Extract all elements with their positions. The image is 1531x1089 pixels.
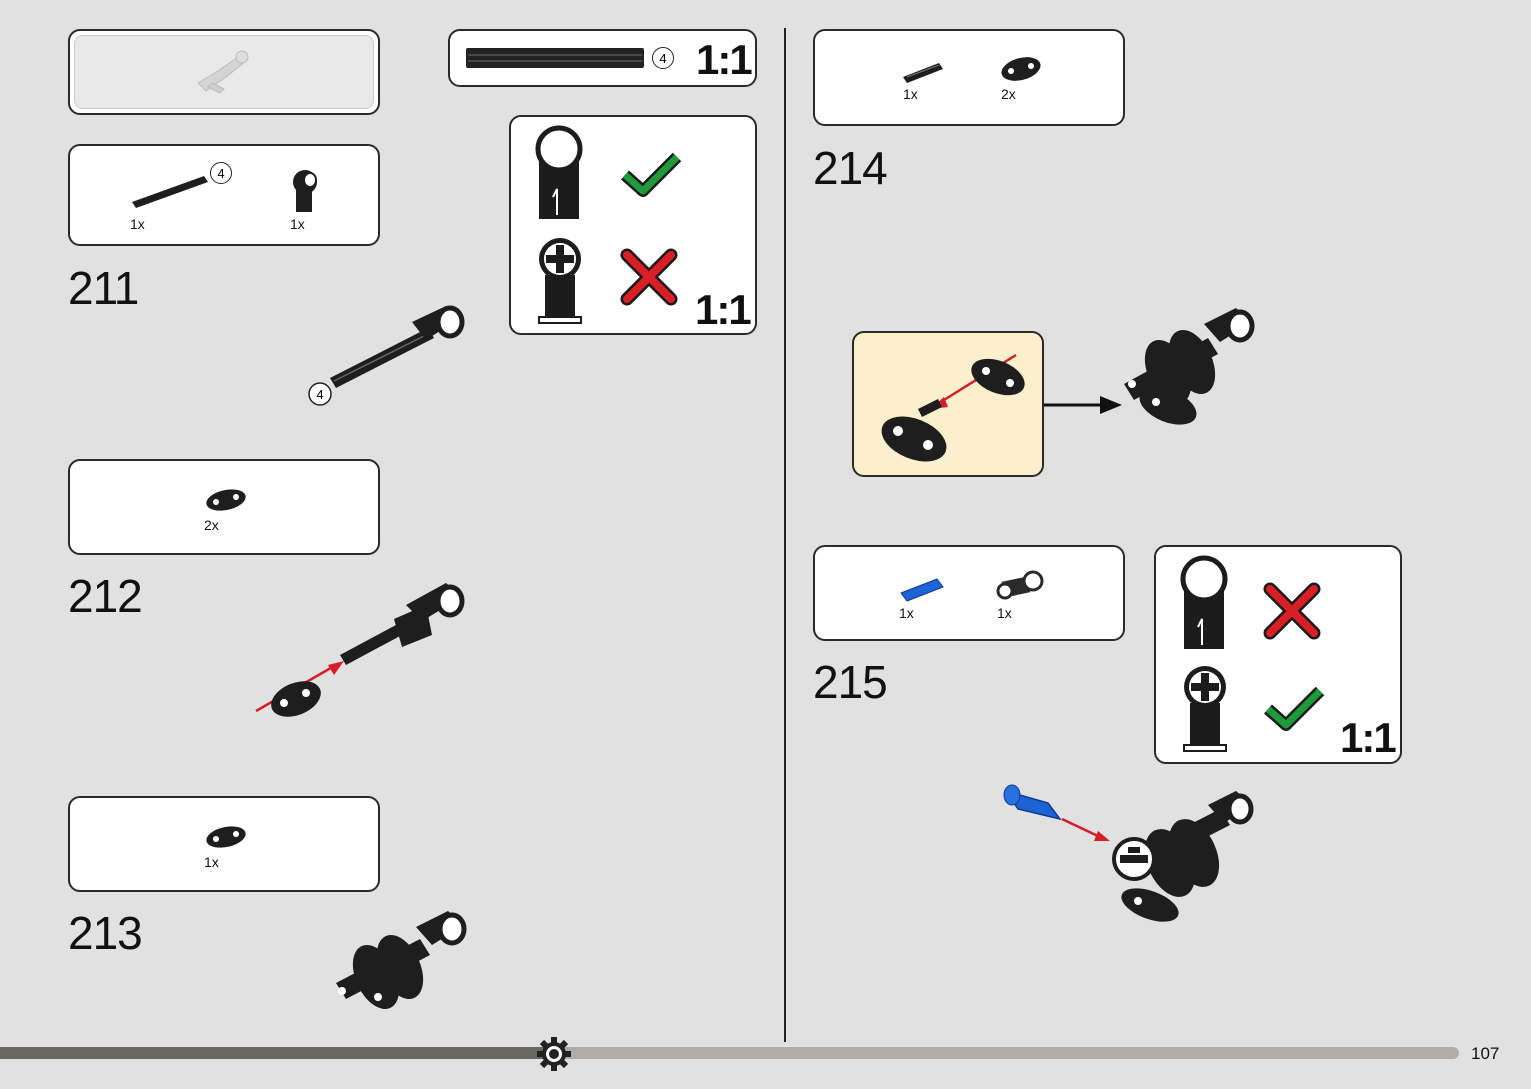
thin-beam-part-icon — [204, 824, 248, 850]
part-quantity: 1x — [997, 605, 1012, 621]
assembly-212-illustration — [250, 575, 470, 725]
orientation-check-box-b: 1:1 — [1154, 545, 1402, 764]
assembly-214-illustration — [1118, 300, 1258, 430]
scale-label: 1:1 — [696, 39, 751, 81]
step-number: 211 — [68, 265, 138, 311]
gear-icon — [535, 1035, 573, 1073]
orientation-check-box-a: 1:1 — [509, 115, 757, 335]
step-number: 213 — [68, 910, 142, 956]
part-quantity: 1x — [903, 86, 918, 102]
step-number: 214 — [813, 145, 887, 191]
check-mark-icon — [1264, 685, 1324, 731]
substep-callout — [852, 331, 1044, 477]
axle-length-check-box: 4 1:1 — [448, 29, 757, 87]
scale-label: 1:1 — [695, 289, 750, 331]
connector-end-view-icon — [535, 237, 585, 327]
parts-list-212: 2x — [68, 459, 380, 555]
part-quantity: 2x — [204, 517, 219, 533]
parts-list-211: 4 1x 1x — [68, 144, 380, 246]
thin-beam-part-icon — [204, 487, 248, 513]
connector-part-icon — [288, 168, 322, 214]
axle-pin-part-icon — [901, 59, 945, 83]
cross-mark-icon — [621, 249, 677, 305]
callout-arrow — [1044, 394, 1124, 416]
parts-list-213: 1x — [68, 796, 380, 892]
step-number: 212 — [68, 573, 142, 619]
svg-text:4: 4 — [316, 387, 323, 402]
scale-label: 1:1 — [1340, 717, 1395, 759]
part-quantity: 1x — [899, 605, 914, 621]
column-divider — [784, 28, 786, 1042]
connector-side-view-icon — [535, 127, 585, 222]
page-number: 107 — [1471, 1044, 1499, 1064]
assembly-211-illustration: 4 — [300, 300, 470, 410]
parts-list-214: 1x 2x — [813, 29, 1125, 126]
substep-illustration — [868, 347, 1038, 467]
subassembly-ghost-image — [188, 43, 258, 101]
page-progress-fill — [0, 1047, 554, 1059]
thin-beam-part-icon — [999, 55, 1043, 83]
axle-connector-part-icon — [995, 569, 1045, 601]
axle-4-icon — [466, 47, 646, 69]
connector-side-view-icon — [1180, 557, 1230, 652]
assembly-215-illustration — [1000, 775, 1260, 925]
check-mark-icon — [621, 151, 681, 197]
connector-end-view-icon — [1180, 665, 1230, 755]
subassembly-reference-box — [68, 29, 380, 115]
part-quantity: 1x — [290, 216, 305, 232]
axle-part-icon — [130, 172, 210, 212]
page-progress-bar — [0, 1047, 1459, 1059]
part-length-circle: 4 — [210, 162, 232, 184]
axle-length-circle: 4 — [652, 47, 674, 69]
cross-mark-icon — [1264, 583, 1320, 639]
part-quantity: 1x — [130, 216, 145, 232]
parts-list-215: 1x 1x — [813, 545, 1125, 641]
part-quantity: 2x — [1001, 86, 1016, 102]
part-quantity: 1x — [204, 854, 219, 870]
step-number: 215 — [813, 659, 887, 705]
assembly-213-illustration — [330, 905, 470, 1015]
blue-axle-pin-part-icon — [899, 575, 945, 601]
